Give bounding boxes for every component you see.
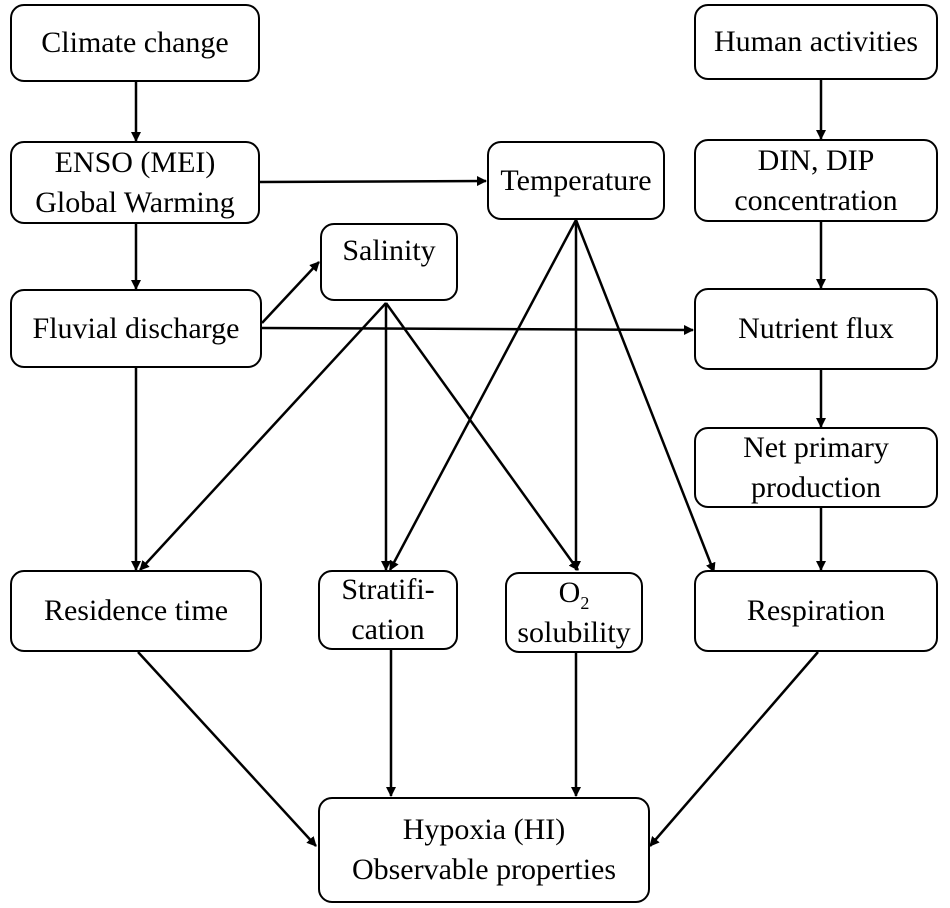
o2-subscript: 2	[580, 592, 590, 613]
arrow-fluvial-to-salinity	[261, 261, 320, 324]
node-label-line-1: ENSO (MEI)	[54, 145, 216, 179]
arrow-salinity-to-o2	[384, 302, 580, 571]
node-residence-time: Residence time	[10, 570, 262, 652]
node-label-line-2: Observable properties	[351, 853, 617, 886]
node-label: Residence time	[43, 594, 229, 627]
arrow-enso-to-temperature	[259, 176, 487, 187]
node-label: Respiration	[746, 594, 886, 627]
node-human-activities: Human activities	[694, 4, 938, 80]
node-label-line-1: DIN, DIP	[757, 143, 875, 177]
arrow-temperature-to-stratification	[388, 219, 578, 571]
node-label-line-1: Stratifi-	[341, 573, 435, 606]
node-label-line-2: concentration	[734, 183, 898, 217]
arrow-temperature-to-respiration	[574, 219, 716, 573]
node-label-line-1: Net primary	[743, 430, 889, 464]
node-hypoxia-observable-properties: Hypoxia (HI) Observable properties	[318, 797, 650, 903]
node-label-line-2: cation	[351, 613, 425, 646]
node-label-line-1: O2	[559, 573, 590, 613]
node-o2-solubility: O2 solubility	[505, 572, 643, 653]
arrow-respiration-to-hypoxia	[649, 651, 819, 847]
node-respiration: Respiration	[694, 570, 938, 652]
o2-symbol: O	[558, 575, 581, 609]
node-label: Fluvial discharge	[32, 311, 240, 345]
node-label: Climate change	[41, 26, 229, 59]
node-salinity: Salinity	[320, 223, 458, 301]
node-label-line-2: solubility	[517, 615, 631, 649]
node-label: Salinity	[342, 234, 436, 267]
node-climate-change: Climate change	[10, 4, 260, 82]
node-fluvial-discharge: Fluvial discharge	[10, 289, 262, 368]
arrow-residence-to-hypoxia	[137, 651, 317, 847]
node-net-primary-production: Net primary production	[694, 427, 938, 508]
node-label: Temperature	[500, 163, 652, 197]
node-nutrient-flux: Nutrient flux	[694, 288, 938, 370]
arrow-salinity-to-residence	[139, 302, 387, 571]
node-enso-global-warming: ENSO (MEI) Global Warming	[10, 141, 260, 224]
node-label: Nutrient flux	[738, 312, 894, 345]
node-temperature: Temperature	[487, 141, 665, 220]
node-label-line-2: Global Warming	[35, 185, 235, 219]
node-label-line-1: Hypoxia (HI)	[402, 813, 566, 846]
node-label: Human activities	[713, 25, 919, 58]
node-label-line-2: production	[751, 470, 881, 504]
arrow-fluvial-to-nutrient	[261, 324, 694, 335]
node-stratification: Stratifi- cation	[318, 570, 458, 650]
node-din-dip-concentration: DIN, DIP concentration	[694, 139, 938, 222]
